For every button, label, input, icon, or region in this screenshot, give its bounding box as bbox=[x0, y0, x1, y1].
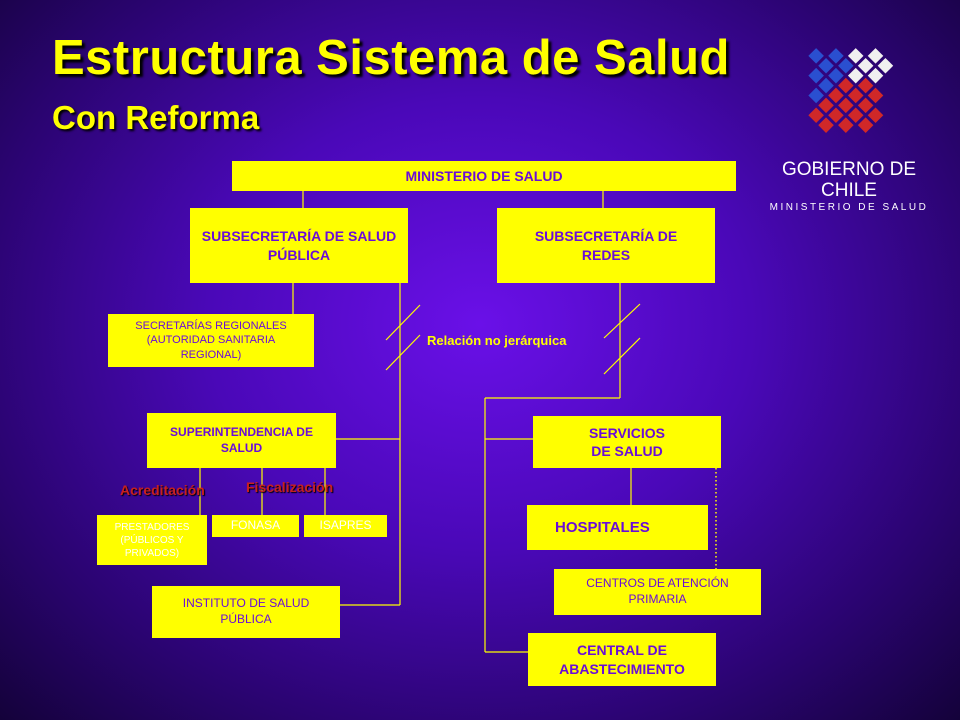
instituto-box: INSTITUTO DE SALUD PÚBLICA bbox=[152, 586, 340, 638]
fiscalizacion-label: Fiscalización bbox=[246, 479, 334, 495]
fonasa-label: FONASA bbox=[230, 518, 281, 533]
subsecretaria-salud-publica-label: SUBSECRETARÍA DE SALUD PÚBLICA bbox=[201, 228, 397, 263]
servicios-label: SERVICIOS DE SALUD bbox=[589, 424, 665, 459]
superintendencia-box: SUPERINTENDENCIA DE SALUD bbox=[147, 413, 336, 468]
superintendencia-label: SUPERINTENDENCIA DE SALUD bbox=[170, 424, 313, 455]
page-title: Estructura Sistema de Salud bbox=[52, 31, 730, 85]
prestadores-box: PRESTADORES (PÚBLICOS Y PRIVADOS) bbox=[97, 515, 207, 565]
centros-box: CENTROS DE ATENCIÓN PRIMARIA bbox=[554, 569, 761, 615]
ministerio-label: MINISTERIO DE SALUD bbox=[405, 167, 563, 184]
ministerio-box: MINISTERIO DE SALUD bbox=[232, 161, 736, 191]
isapres-label: ISAPRES bbox=[319, 518, 372, 533]
isapres-box: ISAPRES bbox=[304, 515, 387, 537]
fonasa-box: FONASA bbox=[212, 515, 299, 537]
central-abastecimiento-label: CENTRAL DE ABASTECIMIENTO bbox=[559, 642, 685, 677]
page-subtitle: Con Reforma bbox=[52, 99, 260, 136]
subsecretaria-redes-box: SUBSECRETARÍA DE REDES bbox=[497, 208, 715, 283]
acreditacion-label: Acreditación bbox=[120, 482, 205, 498]
servicios-box: SERVICIOS DE SALUD bbox=[533, 416, 721, 468]
relacion-no-jerarquica-label: Relación no jerárquica bbox=[427, 333, 567, 348]
seremi-label: SECRETARÍAS REGIONALES (AUTORIDAD SANITA… bbox=[135, 320, 287, 361]
subsecretaria-salud-publica-box: SUBSECRETARÍA DE SALUD PÚBLICA bbox=[190, 208, 408, 283]
logo-line-gobierno: GOBIERNO DE CHILE bbox=[781, 159, 917, 201]
instituto-label: INSTITUTO DE SALUD PÚBLICA bbox=[182, 596, 310, 626]
seremi-box: SECRETARÍAS REGIONALES (AUTORIDAD SANITA… bbox=[108, 314, 314, 367]
prestadores-label: PRESTADORES (PÚBLICOS Y PRIVADOS) bbox=[114, 521, 190, 559]
logo-caption: GOBIERNO DE CHILE MINISTERIO DE SALUD bbox=[758, 159, 940, 214]
centros-label: CENTROS DE ATENCIÓN PRIMARIA bbox=[586, 576, 729, 606]
hospitales-label: HOSPITALES bbox=[555, 518, 650, 536]
logo-line-ministerio: MINISTERIO DE SALUD bbox=[769, 201, 929, 213]
gobierno-logo-icon bbox=[808, 48, 894, 133]
hospitales-box: HOSPITALES bbox=[527, 505, 708, 550]
central-abastecimiento-box: CENTRAL DE ABASTECIMIENTO bbox=[528, 633, 716, 686]
subsecretaria-redes-label: SUBSECRETARÍA DE REDES bbox=[534, 228, 678, 263]
